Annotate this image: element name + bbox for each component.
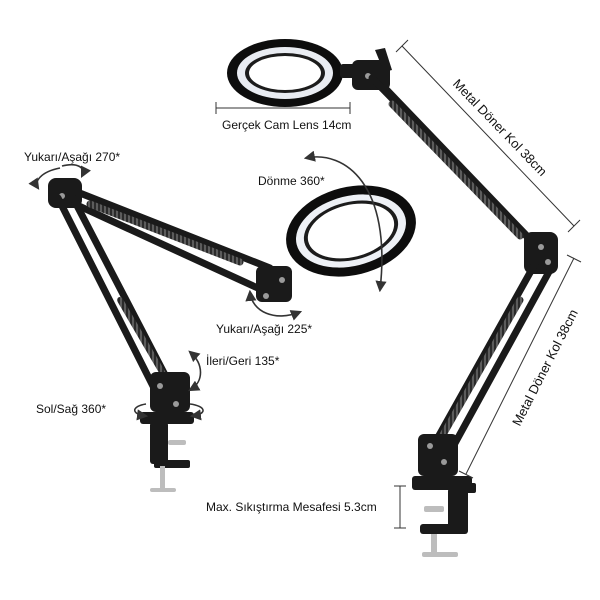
head-joint-left [256,266,292,302]
forward-back-arrow-icon [188,350,202,392]
magnifier-head-top [227,39,358,107]
rotate-label: Dönme 360* [258,174,325,188]
tilt-arm-label: Yukarı/Aşağı 270* [24,150,121,164]
left-right-arrow-icon [133,403,204,421]
lower-arm-dimension-line [458,254,582,479]
tilt-head-label: Yukarı/Aşağı 225* [216,322,313,336]
base-joint-left [150,372,190,412]
magnifier-head-left [286,185,416,277]
clamp-dimension-line [394,485,406,529]
upper-arm-left [58,182,274,294]
forward-back-label: İleri/Geri 135* [206,354,280,368]
lamp-extended [227,39,558,557]
base-joint-right [418,434,458,476]
lens-size-label: Gerçek Cam Lens 14cm [222,118,352,132]
clamp-left [140,412,194,492]
tilt-arm-arrow-icon [28,163,92,190]
head-joint-top [352,48,392,90]
rotate-arrow-icon [303,150,387,293]
upper-arm-right [368,74,556,266]
tilt-head-arrow-icon [245,289,303,321]
clamp-right [412,476,476,557]
clamp-range-label: Max. Sıkıştırma Mesafesi 5.3cm [206,500,377,514]
lower-arm-right [428,258,554,460]
upper-arm-dimension-line [395,39,581,233]
lens-dimension-line [215,102,351,114]
left-right-label: Sol/Sağ 360* [36,402,107,416]
